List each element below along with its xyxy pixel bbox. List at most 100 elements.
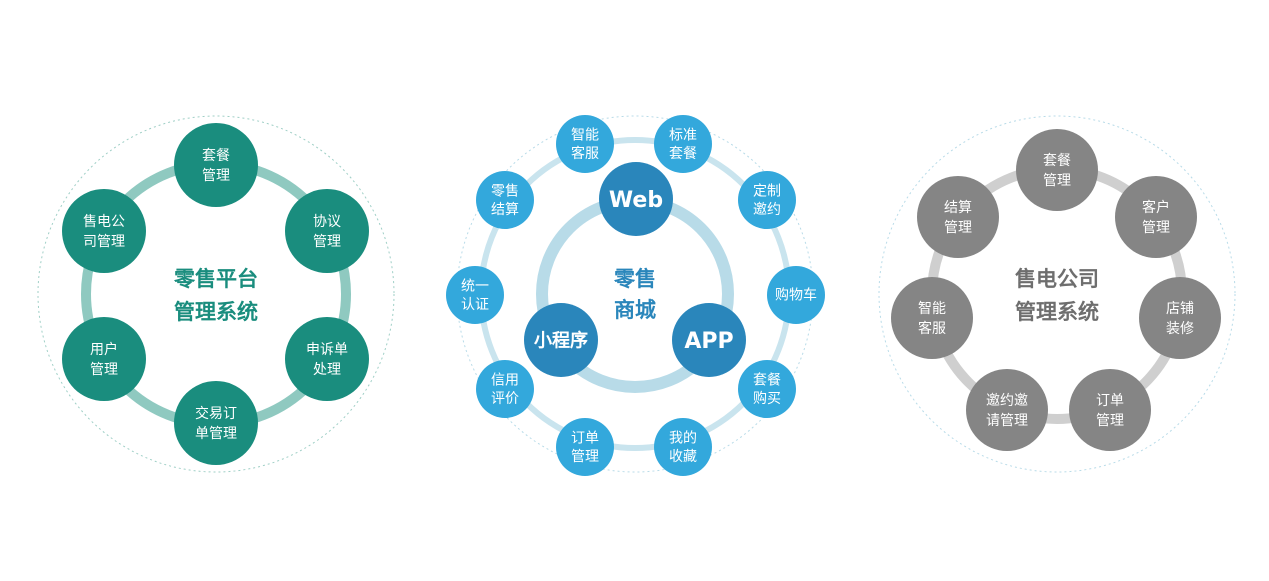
right-node-label: 管理: [944, 220, 972, 236]
right-node-label: 邀约邀: [986, 393, 1028, 409]
center-node-circle: [476, 360, 534, 418]
right-node-label: 管理: [1043, 173, 1071, 189]
left-title-line-2: 管理系统: [174, 300, 258, 324]
center-node-circle: [476, 171, 534, 229]
center-node-circle: [556, 115, 614, 173]
left-node-circle: [285, 189, 369, 273]
center-node-label: 套餐: [753, 372, 781, 388]
right-node-circle: [1115, 176, 1197, 258]
right-node-circle: [1016, 129, 1098, 211]
left-outer-dotted-circle: [37, 115, 395, 473]
center-core-circle: [524, 303, 598, 377]
center-node-circle: [556, 418, 614, 476]
left-node-label: 司管理: [83, 234, 125, 250]
center-node-label: 收藏: [669, 449, 697, 465]
center-node-label: 结算: [491, 202, 519, 218]
right-node-circle: [891, 277, 973, 359]
left-node-label: 管理: [202, 168, 230, 184]
left-title-line-1: 零售平台: [173, 267, 258, 291]
center-node-label: 统一: [461, 278, 489, 294]
center-core-label: APP: [684, 329, 733, 354]
center-title-line-1: 零售: [613, 267, 656, 291]
right-node-circle: [966, 369, 1048, 451]
center-node-circle: [654, 115, 712, 173]
left-node-label: 套餐: [202, 148, 230, 164]
center-node-label: 我的: [669, 430, 697, 446]
left-node-circle: [62, 189, 146, 273]
right-title-line-2: 管理系统: [1015, 300, 1099, 324]
left-node-label: 交易订: [195, 405, 237, 422]
left-node-circle: [174, 123, 258, 207]
left-node-label: 售电公: [83, 214, 125, 230]
center-node-label: 邀约: [753, 202, 781, 218]
center-node-circle: [654, 418, 712, 476]
center-core-circle: [599, 162, 673, 236]
center-node-label: 评价: [491, 391, 519, 407]
right-node-label: 客服: [918, 320, 946, 337]
right-node-label: 智能: [918, 301, 946, 317]
right-node-label: 订单: [1096, 393, 1124, 409]
left-node-label: 申诉单: [306, 342, 348, 358]
left-node-label: 处理: [313, 362, 341, 378]
left-node-label: 管理: [313, 234, 341, 250]
left-node-label: 单管理: [195, 426, 237, 442]
right-node-label: 管理: [1096, 413, 1124, 429]
center-core-node: 小程序: [524, 303, 598, 377]
right-outer-dotted-circle: [878, 115, 1236, 473]
center-node-label: 信用: [491, 372, 519, 388]
center-node-label: 零售: [491, 183, 519, 199]
center-core-node: APP: [672, 303, 746, 377]
left-node-label: 协议: [313, 214, 341, 230]
left-node-circle: [285, 317, 369, 401]
center-node-label: 智能: [571, 127, 599, 143]
right-node-label: 结算: [944, 200, 972, 216]
center-node-label: 标准: [669, 127, 697, 143]
center-node-circle: [738, 171, 796, 229]
left-node-label: 管理: [90, 362, 118, 378]
left-node-circle: [174, 381, 258, 465]
center-node-label: 客服: [571, 145, 599, 162]
center-node-label: 购物车: [775, 287, 817, 304]
center-core-label: Web: [609, 188, 663, 213]
right-node-label: 装修: [1166, 321, 1194, 337]
right-node-circle: [917, 176, 999, 258]
right-node-label: 管理: [1142, 220, 1170, 236]
center-core-circle: [672, 303, 746, 377]
center-node-label: 订单: [571, 430, 599, 446]
right-node-circle: [1139, 277, 1221, 359]
center-core-node: Web: [599, 162, 673, 236]
right-node-label: 客户: [1142, 199, 1170, 216]
center-node: 购物车: [767, 266, 825, 324]
center-node-label: 管理: [571, 449, 599, 465]
right-node-circle: [1069, 369, 1151, 451]
center-title-line-2: 商城: [614, 298, 656, 322]
left-node-label: 用户: [90, 341, 118, 358]
center-node-label: 定制: [753, 183, 781, 199]
center-node-circle: [446, 266, 504, 324]
center-node-circle: [767, 266, 825, 324]
right-node-label: 请管理: [986, 413, 1028, 429]
right-title-line-1: 售电公司: [1015, 267, 1099, 291]
